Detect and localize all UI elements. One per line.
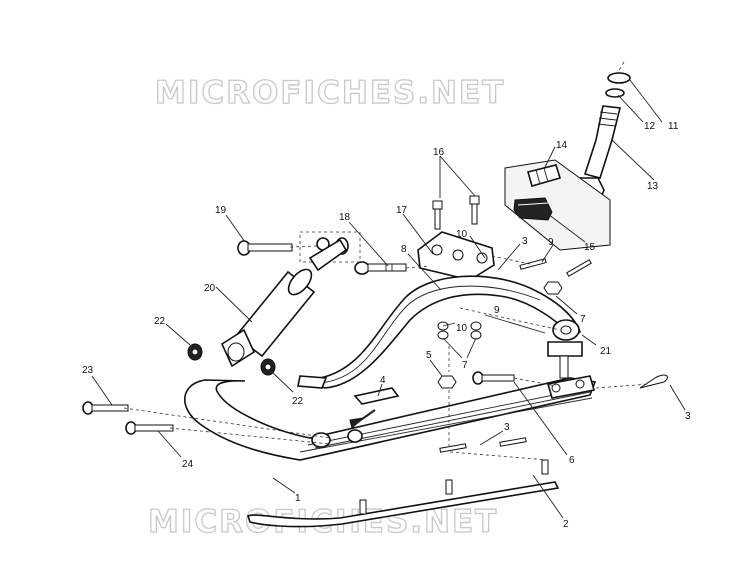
rear-bracket bbox=[547, 319, 583, 379]
callout-20: 20 bbox=[204, 283, 216, 294]
callout-6: 6 bbox=[569, 455, 575, 466]
callout-10-top: 10 bbox=[456, 229, 468, 240]
callout-10-mid: 10 bbox=[456, 323, 468, 334]
callout-7-upper: 7 bbox=[580, 314, 586, 325]
spindle-shaft bbox=[583, 105, 621, 179]
callout-21: 21 bbox=[600, 346, 612, 357]
watermark-top: MICROFICHES.NET bbox=[155, 75, 505, 111]
callout-18: 18 bbox=[339, 212, 351, 223]
ski bbox=[184, 375, 597, 461]
callout-14: 14 bbox=[556, 140, 568, 151]
callout-22-right: 22 bbox=[292, 396, 304, 407]
callout-5: 5 bbox=[426, 350, 432, 361]
spindle-washer bbox=[605, 88, 625, 98]
callout-23: 23 bbox=[82, 365, 94, 376]
callout-2: 2 bbox=[563, 519, 569, 530]
callout-11: 11 bbox=[668, 121, 679, 132]
leaf-spring bbox=[297, 275, 581, 389]
wear-bar bbox=[247, 459, 560, 528]
nut-5 bbox=[437, 375, 457, 389]
callout-22-left: 22 bbox=[154, 316, 166, 327]
bumper bbox=[513, 197, 553, 221]
callout-19: 19 bbox=[215, 205, 227, 216]
callout-15: 15 bbox=[584, 242, 596, 253]
front-bolts bbox=[82, 401, 174, 435]
callout-12: 12 bbox=[644, 121, 656, 132]
callout-8: 8 bbox=[401, 244, 407, 255]
spindle-assembly bbox=[504, 61, 631, 251]
callout-9-mid: 9 bbox=[494, 305, 500, 316]
callout-7-lower: 7 bbox=[462, 360, 468, 371]
callout-4: 4 bbox=[380, 375, 386, 386]
callout-17: 17 bbox=[396, 205, 408, 216]
callout-3-right: 3 bbox=[685, 411, 691, 422]
callout-labels: 1 2 3 3 3 4 5 6 7 7 8 9 9 10 10 11 12 13… bbox=[82, 121, 691, 530]
shock-bolt bbox=[237, 240, 293, 256]
wear-pad bbox=[353, 387, 400, 405]
shock-absorber bbox=[220, 238, 348, 368]
callout-13: 13 bbox=[647, 181, 659, 192]
bracket-bolt bbox=[354, 261, 407, 275]
callout-16: 16 bbox=[433, 147, 445, 158]
leader-lines bbox=[91, 79, 686, 519]
callout-3-bottom: 3 bbox=[504, 422, 510, 433]
callout-3-top: 3 bbox=[522, 236, 528, 247]
callout-9-top: 9 bbox=[548, 237, 554, 248]
callout-1: 1 bbox=[295, 493, 301, 504]
top-bolts bbox=[432, 195, 480, 230]
spindle-nut bbox=[607, 72, 631, 84]
callout-24: 24 bbox=[182, 459, 194, 470]
